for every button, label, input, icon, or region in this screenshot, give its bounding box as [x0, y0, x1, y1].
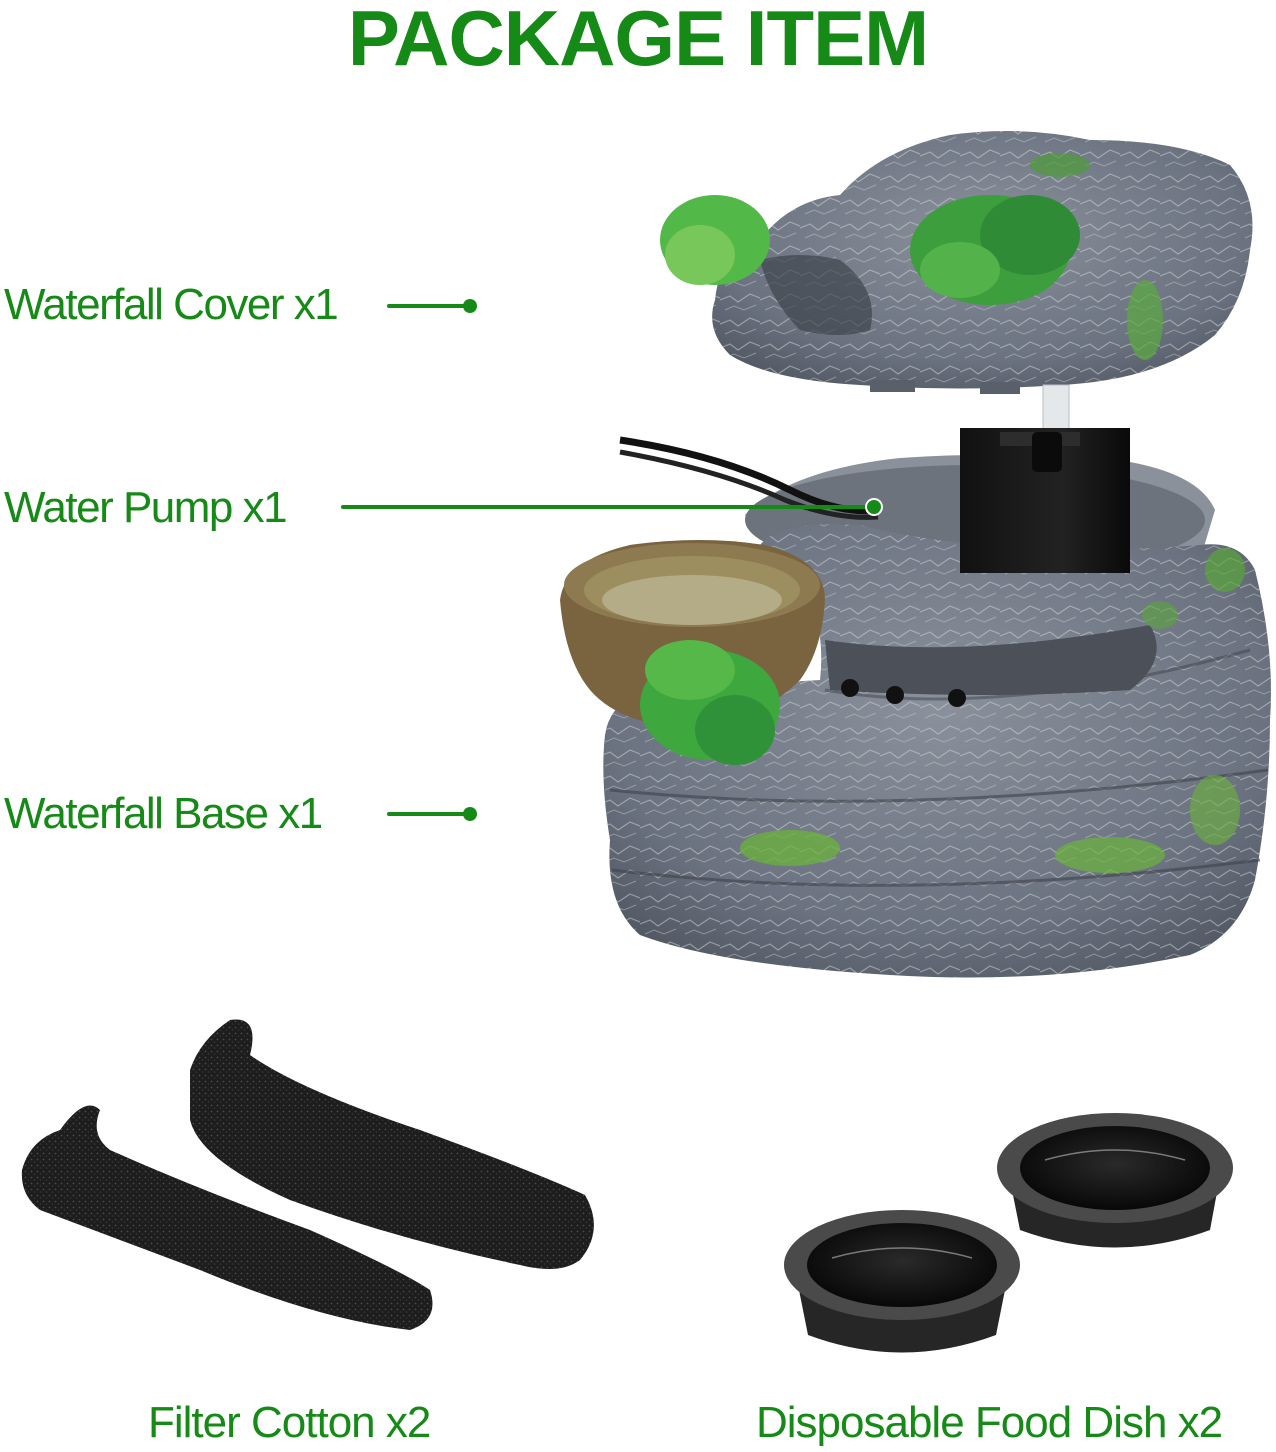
item-label-food-dish: Disposable Food Dish x2	[756, 1398, 1223, 1447]
callout-label-waterfall-base: Waterfall Base x1	[4, 789, 323, 838]
callout-dot-icon	[463, 299, 477, 313]
callout-line-waterfall-base	[387, 812, 469, 816]
page-title: PACKAGE ITEM	[347, 0, 929, 82]
callout-line-waterfall-cover	[387, 304, 469, 308]
callout-label-water-pump: Water Pump x1	[4, 483, 288, 532]
callout-dot-icon	[867, 500, 881, 514]
item-label-filter-cotton: Filter Cotton x2	[148, 1398, 431, 1447]
food-dish-image	[784, 1113, 1233, 1353]
callout-dot-icon	[463, 807, 477, 821]
callout-label-waterfall-cover: Waterfall Cover x1	[4, 280, 339, 329]
callout-line-water-pump	[341, 505, 875, 509]
waterfall-cover-image	[660, 131, 1253, 394]
waterfall-base-image	[560, 454, 1271, 978]
water-pump-image	[619, 428, 1130, 573]
filter-sponge-image	[21, 1019, 594, 1330]
